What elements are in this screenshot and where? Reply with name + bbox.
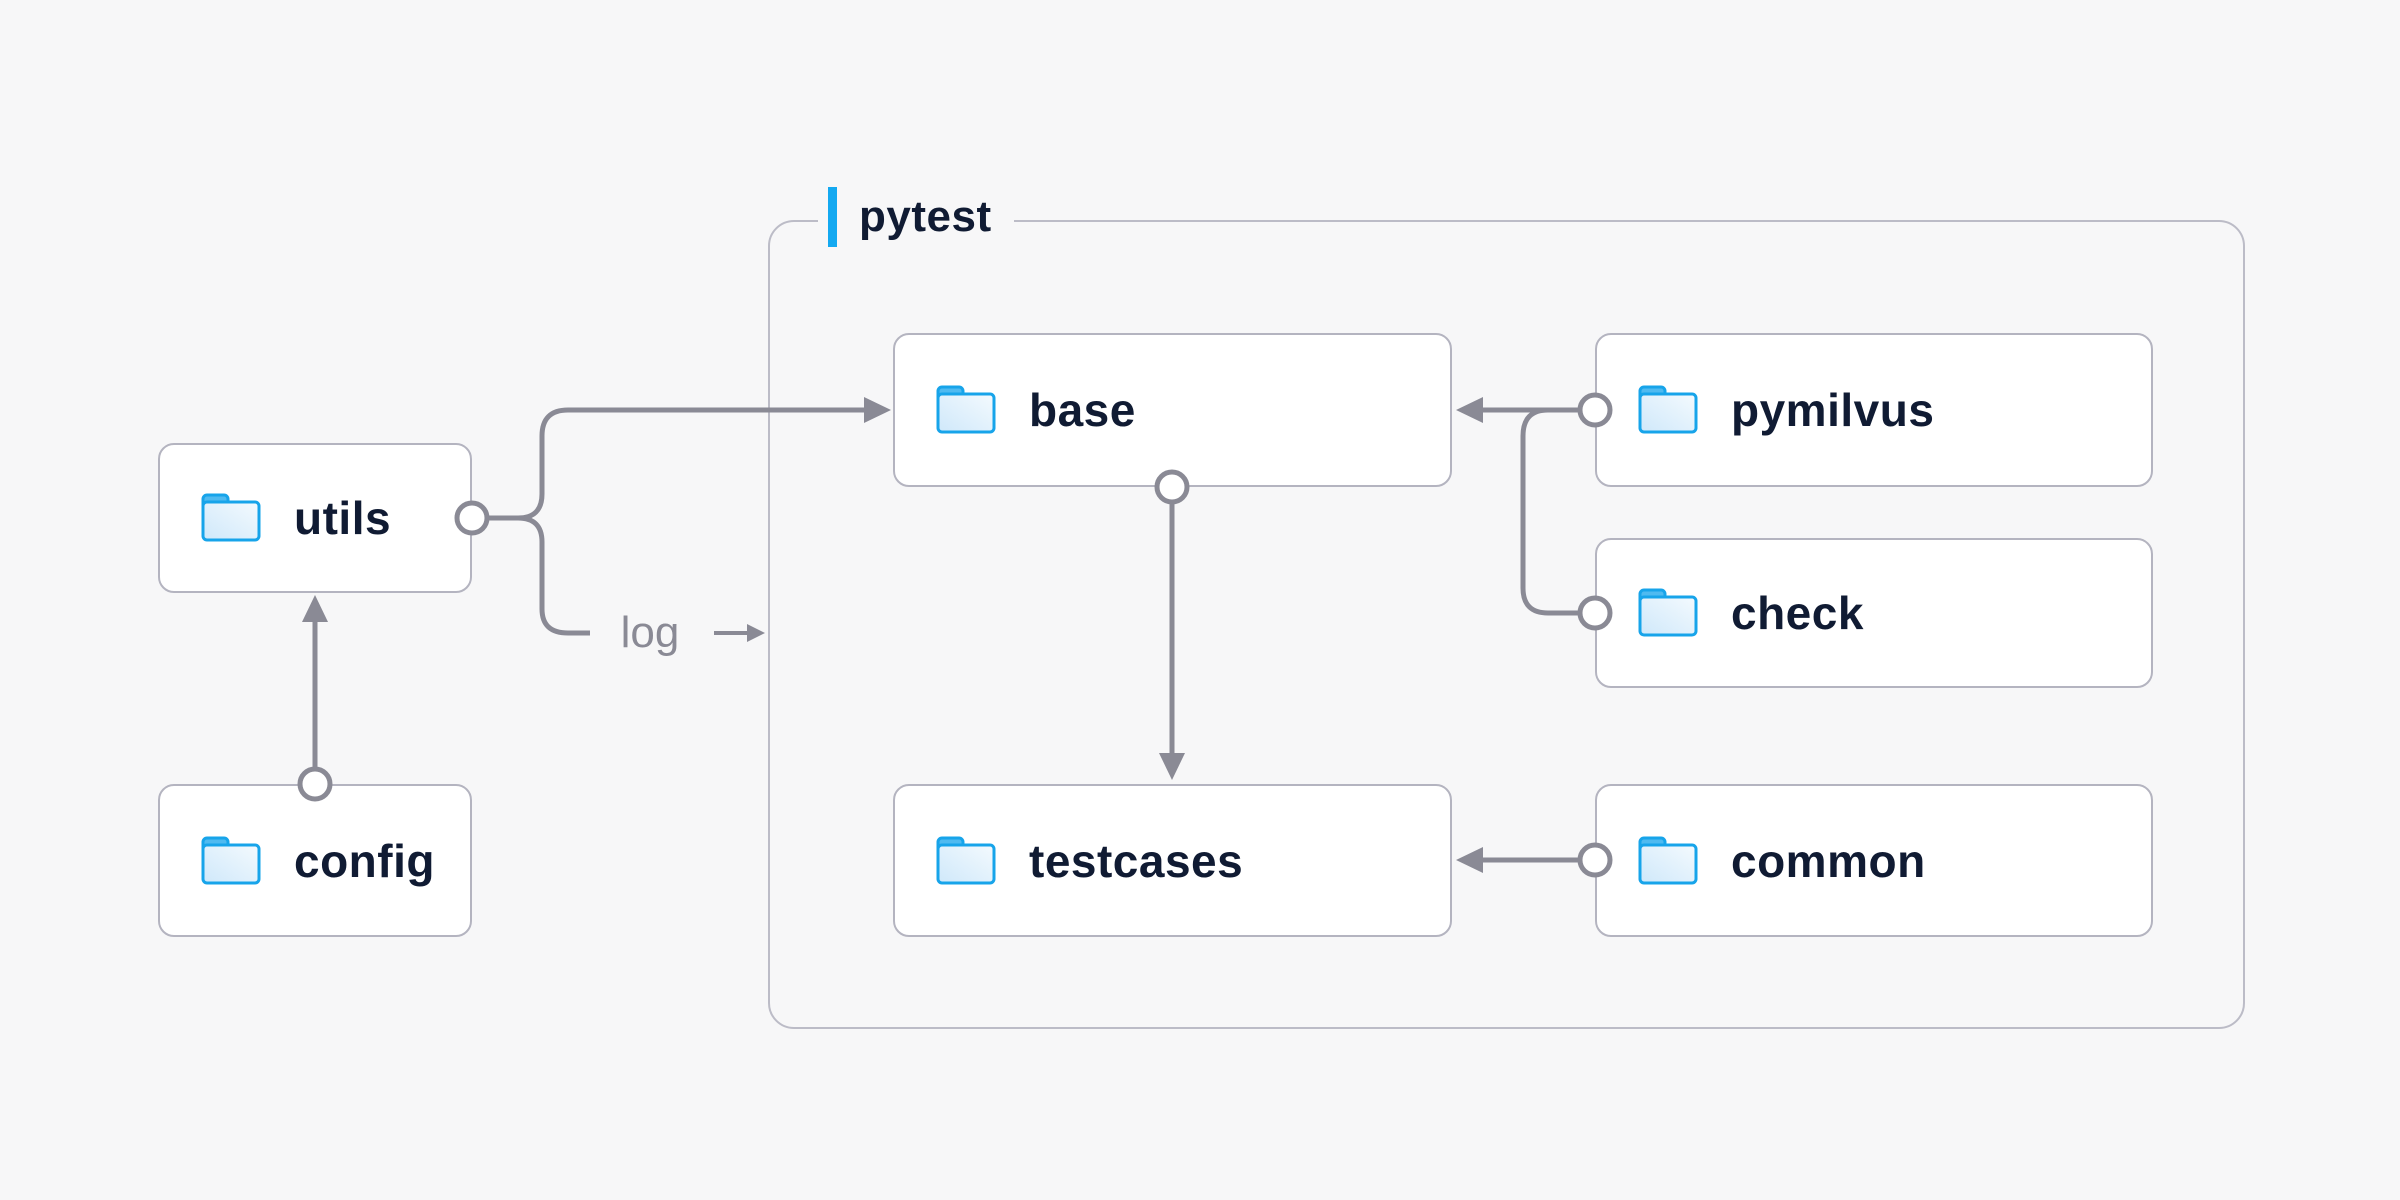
node-label: common [1731,834,1926,887]
node-config: config [158,784,472,937]
folder-icon [936,385,996,434]
group-label-text: pytest [859,192,992,241]
edge-label-log: log [620,608,680,657]
folder-icon [1638,588,1698,637]
folder-icon [936,836,996,884]
node-check: check [1595,538,2153,688]
node-label: config [294,834,435,887]
node-common: common [1595,784,2153,937]
accent-bar-icon [828,187,837,247]
node-label: testcases [1029,834,1244,887]
edge-utils-log [487,515,590,636]
node-label: base [1029,384,1136,436]
folder-icon [201,493,261,542]
node-label: check [1731,587,1864,639]
pytest-group-label: pytest [818,184,1014,250]
node-base: base [893,333,1452,487]
node-pymilvus: pymilvus [1595,333,2153,487]
node-label: utils [294,492,392,544]
pytest-group-container [768,220,2245,1029]
node-utils: utils [158,443,472,593]
node-label: pymilvus [1731,384,1935,436]
arrowhead-up-icon [302,595,328,622]
folder-icon [201,836,261,884]
folder-icon [1638,836,1698,884]
node-testcases: testcases [893,784,1452,937]
arrowhead-small-right-icon [747,624,765,642]
folder-icon [1638,385,1698,434]
